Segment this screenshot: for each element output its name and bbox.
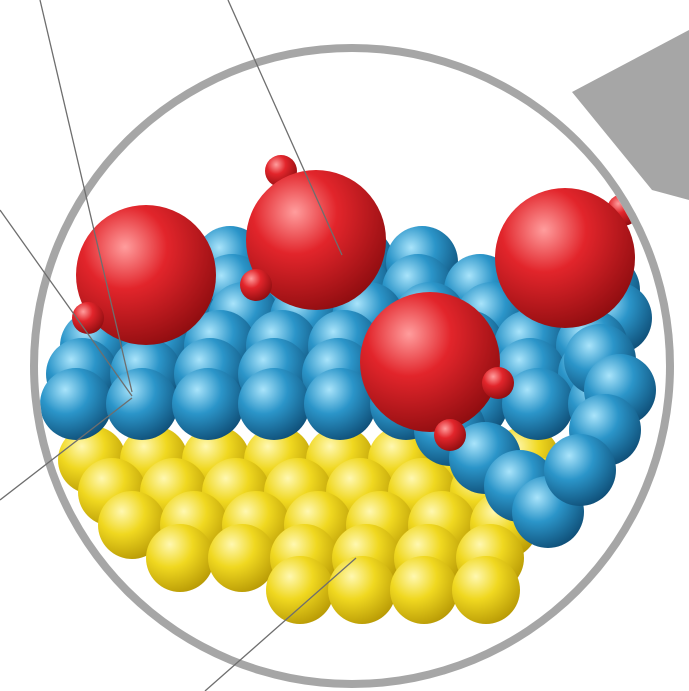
leader-lines (0, 0, 357, 691)
substrate-atom (328, 556, 396, 624)
surface-atom (40, 368, 112, 440)
small-adsorbate-atom (434, 419, 466, 451)
leader-line (0, 209, 133, 397)
small-adsorbate-atom (72, 302, 104, 334)
surface-atom (106, 368, 178, 440)
substrate-atom (390, 556, 458, 624)
leader-line (39, 0, 133, 393)
large-adsorbate-atom (495, 188, 635, 328)
substrate-atom (452, 556, 520, 624)
surface-atom (502, 368, 574, 440)
surface-atom (304, 368, 376, 440)
small-adsorbate-atom (240, 269, 272, 301)
leader-line (227, 0, 343, 256)
substrate-atom (98, 491, 166, 559)
atom-cluster (40, 155, 656, 624)
surface-atom (544, 434, 616, 506)
large-adsorbate-atom (246, 170, 386, 310)
surface-atom (238, 368, 310, 440)
substrate-atom (266, 556, 334, 624)
leader-line (204, 557, 357, 691)
large-adsorbate-atom (76, 205, 216, 345)
substrate-atom (146, 524, 214, 592)
magnifier-pointer (572, 30, 689, 200)
substrate-atom (208, 524, 276, 592)
small-adsorbate-atom (482, 367, 514, 399)
large-adsorbate-atom (360, 292, 500, 432)
leader-line (0, 397, 133, 501)
surface-atom (172, 368, 244, 440)
